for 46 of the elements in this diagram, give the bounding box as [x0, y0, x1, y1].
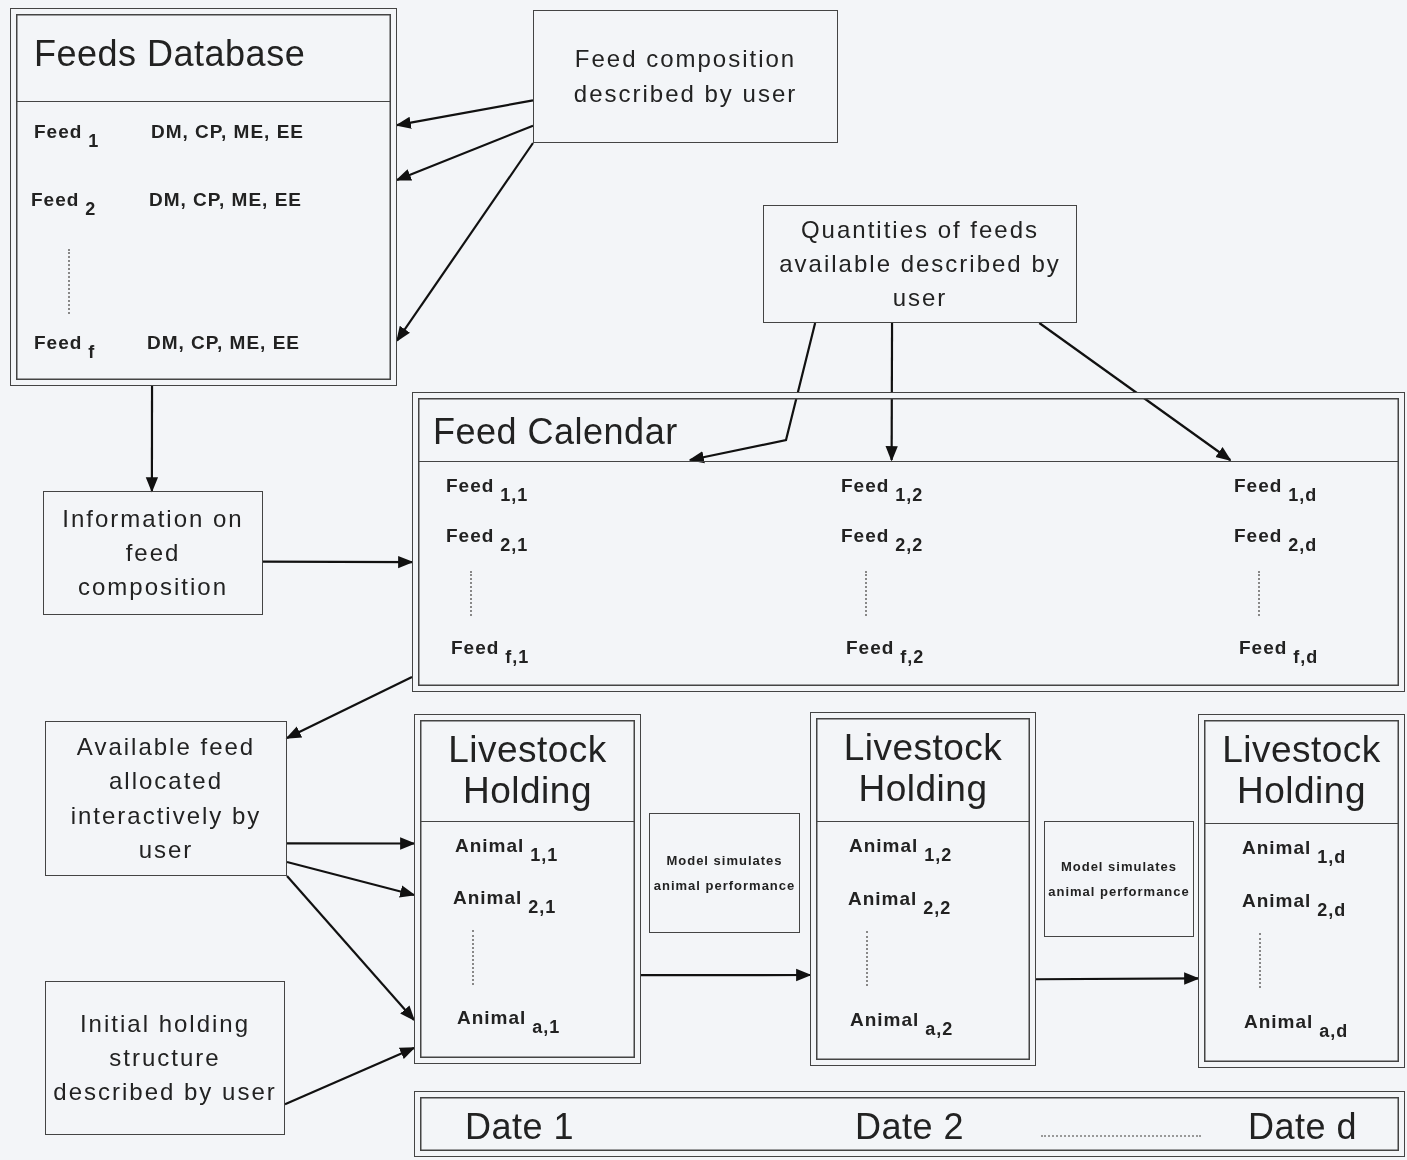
box-label: Feed composition described by user: [572, 44, 799, 109]
box-label: Model simulates animal performance: [652, 851, 797, 895]
arrow: [145, 386, 159, 493]
process-box: [763, 205, 1077, 323]
arrow: [286, 861, 416, 898]
holding-panel: [810, 712, 1036, 1066]
process-box: [43, 491, 263, 615]
arrow: [1038, 322, 1232, 461]
panel-heading: Feeds Database: [34, 33, 306, 75]
arrow: [263, 555, 414, 569]
panel-heading: Livestock Holding: [447, 729, 608, 812]
arrow: [284, 1046, 416, 1106]
row-label: DM, CP, ME, EE: [147, 332, 300, 354]
date-band: [414, 1091, 1405, 1157]
panel-heading: Feed Calendar: [433, 411, 678, 453]
arrow: [285, 676, 413, 740]
panel-heading: Livestock Holding: [842, 727, 1004, 810]
date-label: Date d: [1248, 1106, 1358, 1148]
process-box: [533, 10, 838, 143]
database-table: [10, 8, 397, 386]
holding-panel: [1198, 714, 1405, 1068]
date-label: Date 1: [465, 1106, 575, 1148]
row-label: DM, CP, ME, EE: [151, 121, 304, 143]
arrow: [885, 323, 898, 462]
process-box: [1044, 821, 1194, 937]
arrow: [396, 142, 534, 342]
box-label: Model simulates animal performance: [1047, 857, 1191, 901]
arrow: [287, 837, 416, 850]
process-box: [649, 813, 800, 933]
holding-panel: [414, 714, 641, 1064]
process-box: [45, 981, 285, 1135]
calendar-panel: [412, 392, 1405, 692]
arrow: [286, 875, 415, 1022]
arrow: [395, 124, 534, 181]
process-box: [45, 721, 287, 876]
arrow: [688, 322, 817, 464]
arrow: [641, 968, 812, 982]
arrow: [1036, 972, 1200, 985]
panel-heading: Livestock Holding: [1221, 729, 1382, 812]
box-label: Quantities of feeds available described by user: [778, 214, 1062, 314]
row-label: DM, CP, ME, EE: [149, 189, 302, 211]
arrow: [395, 99, 534, 129]
box-label: Information on feed composition: [61, 503, 245, 603]
date-label: Date 2: [855, 1106, 965, 1148]
box-label: Available feed allocated interactively by user: [69, 732, 263, 865]
box-label: Initial holding structure described by user: [52, 1008, 278, 1108]
